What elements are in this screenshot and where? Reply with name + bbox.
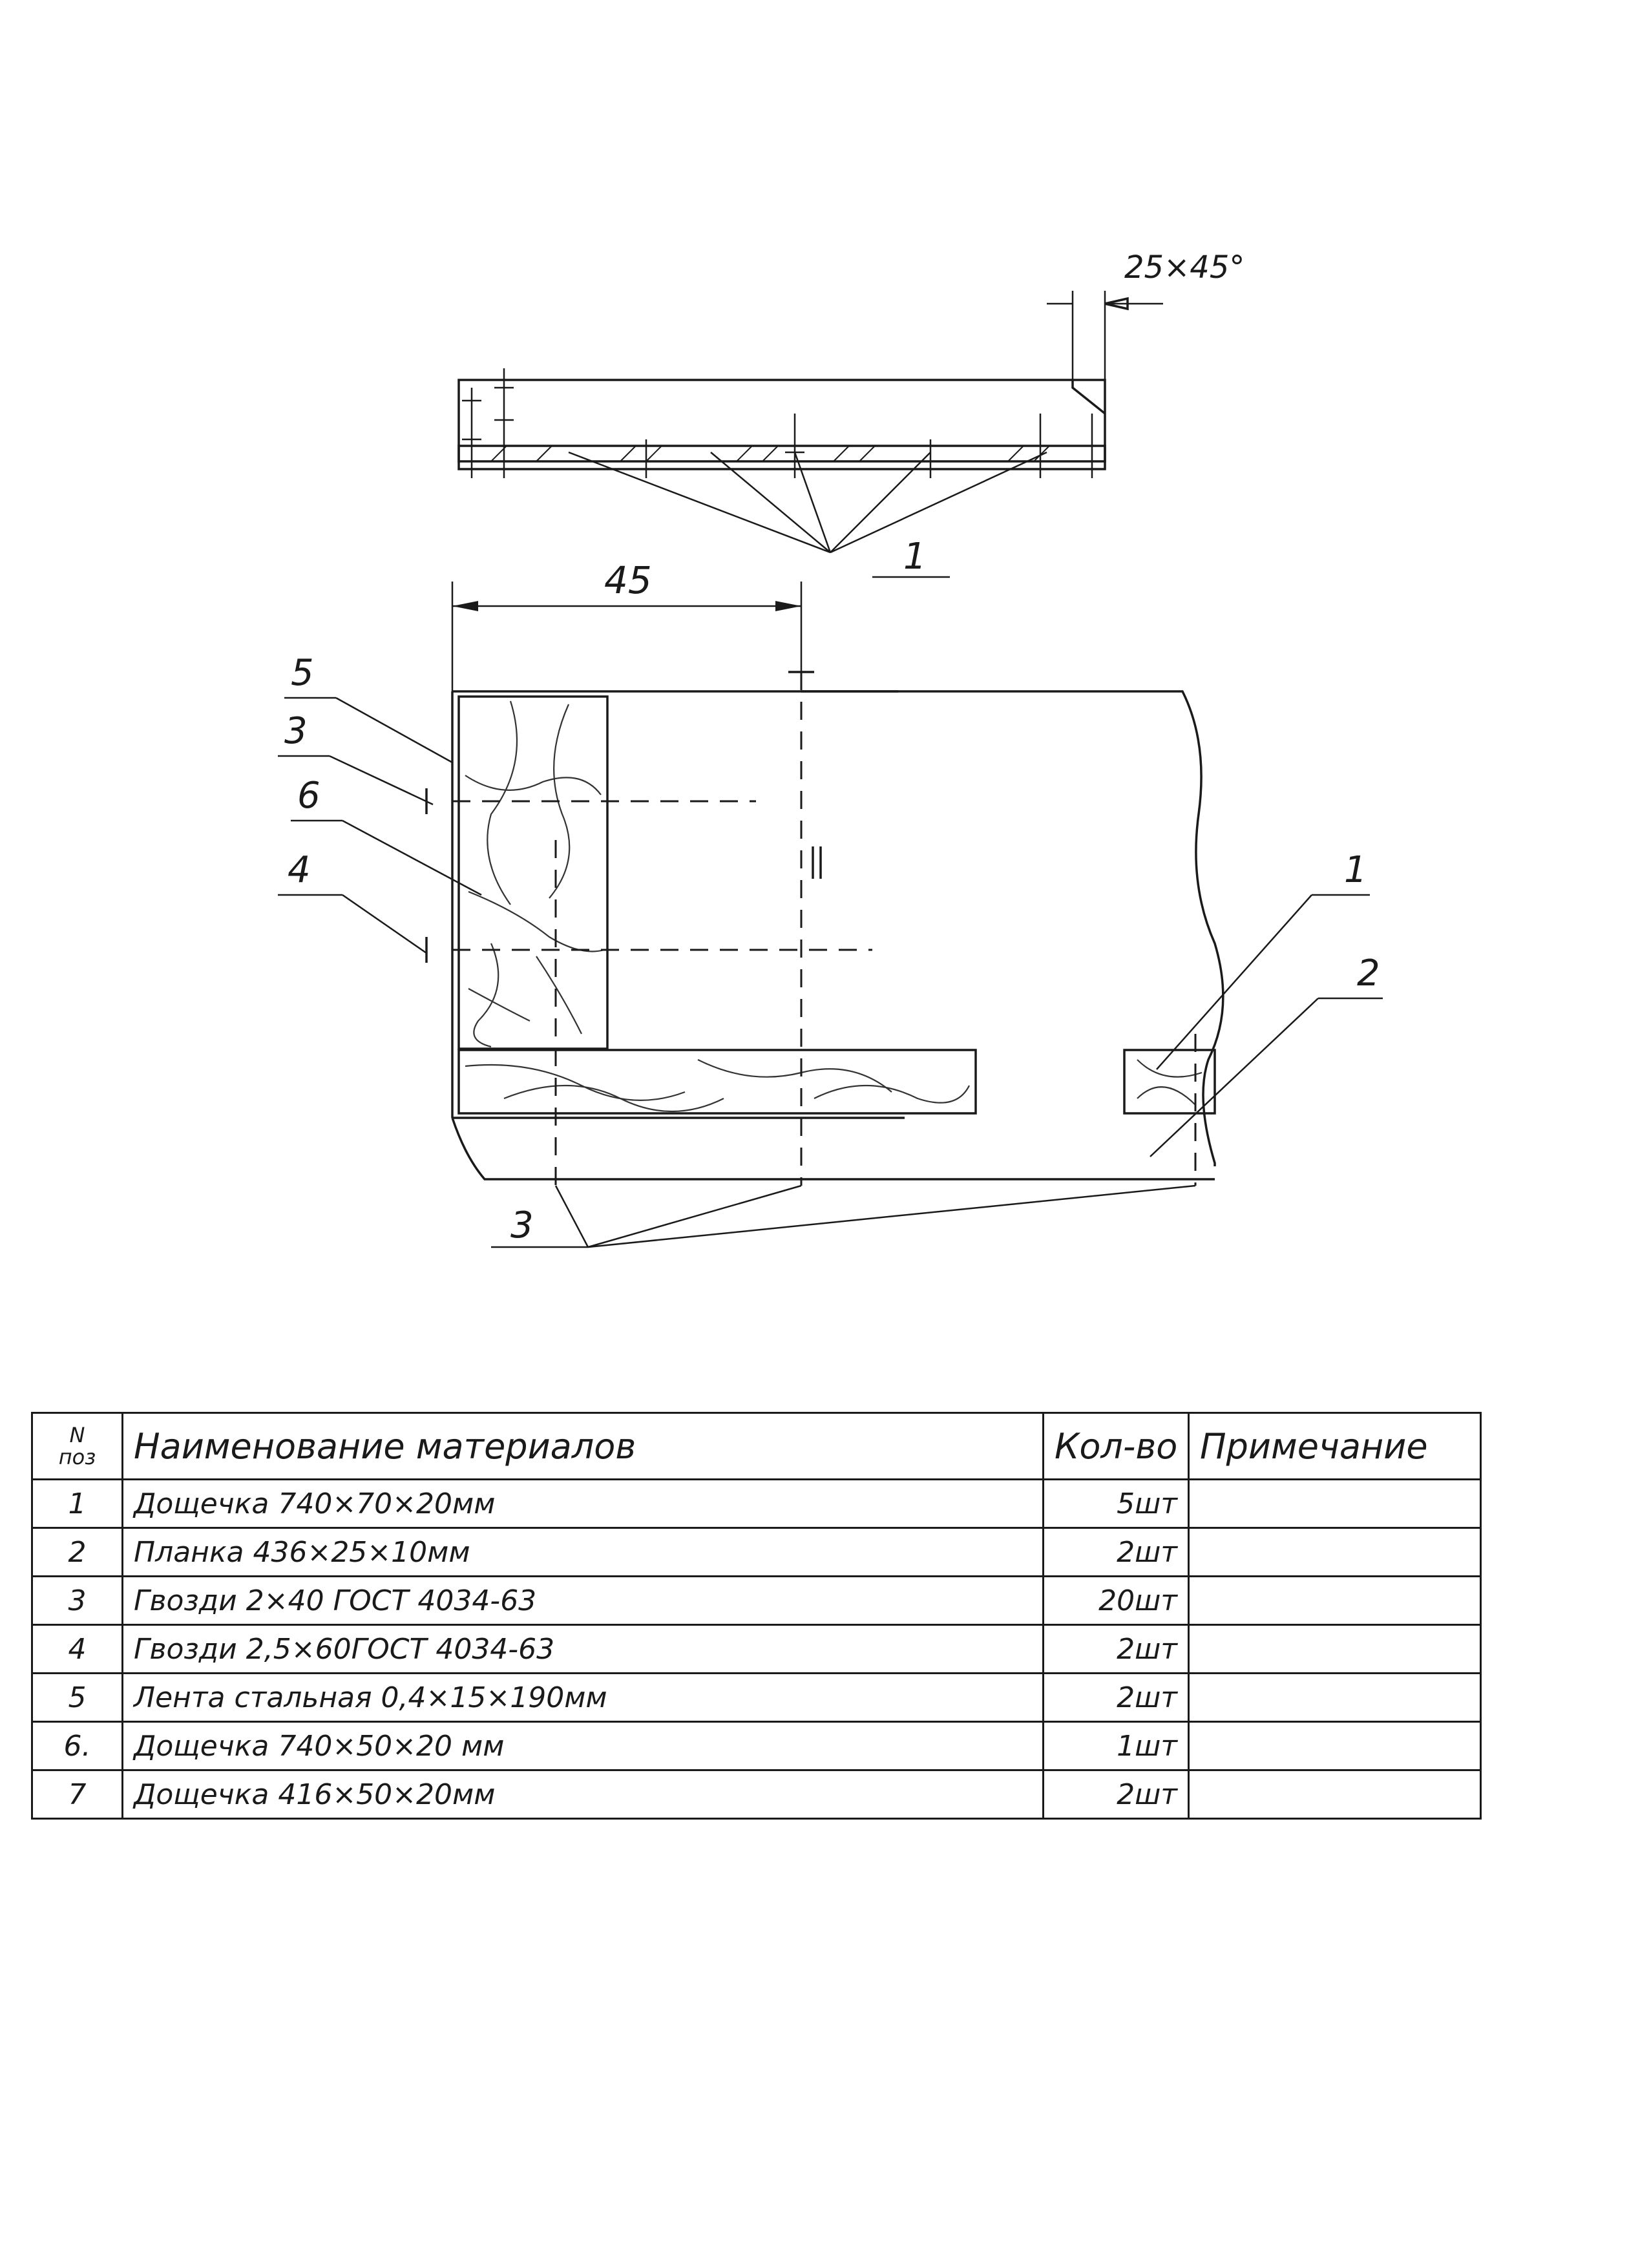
callout-label: 3 — [510, 1204, 534, 1246]
callouts-left: 5 3 6 4 — [278, 652, 482, 954]
wood-grain-horizontal — [465, 1059, 1203, 1113]
cell-name: Дощечка 740×50×20 мм — [121, 1721, 1044, 1771]
top-view: 25×45° 1 — [457, 249, 1245, 578]
cell-note — [1188, 1478, 1482, 1529]
bottom-board-end — [1123, 1049, 1216, 1115]
cell-note — [1188, 1624, 1482, 1674]
dimension-45: 45 — [451, 558, 803, 698]
callouts-right: 1 2 — [1150, 849, 1383, 1157]
materials-table: N поз Наименование материалов Кол-во При… — [31, 1412, 1482, 1820]
chamfer-edge — [1071, 380, 1106, 415]
cell-pos: 3 — [31, 1575, 123, 1626]
cell-qty: 2шт — [1042, 1527, 1190, 1577]
callout-3-bottom: 3 — [491, 1184, 1196, 1248]
cell-qty: 20шт — [1042, 1575, 1190, 1626]
cell-pos: 4 — [31, 1624, 123, 1674]
callout-label: 2 — [1357, 952, 1380, 994]
plank-hatching — [490, 445, 1050, 462]
wood-grain-vertical — [465, 700, 605, 1048]
cell-qty: 2шт — [1042, 1624, 1190, 1674]
chamfer-label: 25×45° — [1124, 249, 1245, 286]
cell-qty: 1шт — [1042, 1721, 1190, 1771]
column-header-name: Наименование материалов — [121, 1412, 1044, 1480]
front-view: 45 — [278, 558, 1383, 1248]
pos-header-line1: N — [69, 1423, 85, 1447]
cell-name: Дощечка 416×50×20мм — [121, 1769, 1044, 1820]
nail-ticks — [425, 671, 822, 963]
cell-qty: 2шт — [1042, 1672, 1190, 1723]
pos-header-line2: поз — [58, 1445, 96, 1469]
cell-note — [1188, 1672, 1482, 1723]
vertical-end-board — [457, 695, 609, 1050]
cell-name: Дощечка 740×70×20мм — [121, 1478, 1044, 1529]
nail-marks — [462, 368, 1093, 478]
hidden-lines — [452, 672, 1197, 1186]
callout-label: 3 — [284, 710, 308, 752]
callout-label: 6 — [297, 775, 320, 817]
top-view-board-outline — [457, 379, 1106, 470]
column-header-note: Примечание — [1188, 1412, 1482, 1480]
cell-pos: 6. — [31, 1721, 123, 1771]
cell-note — [1188, 1721, 1482, 1771]
callout-label: 4 — [288, 849, 311, 891]
assembly-drawing: 25×45° 1 45 — [278, 249, 1383, 1248]
planka-outline — [451, 1117, 1215, 1181]
cell-note — [1188, 1769, 1482, 1820]
cell-name: Гвозди 2×40 ГОСТ 4034-63 — [121, 1575, 1044, 1626]
column-header-qty: Кол-во — [1042, 1412, 1190, 1480]
callout-label: 1 — [903, 536, 927, 578]
column-header-pos: N поз — [31, 1412, 123, 1480]
cell-pos: 2 — [31, 1527, 123, 1577]
board-outline — [452, 690, 1224, 1166]
cell-name: Планка 436×25×10мм — [121, 1527, 1044, 1577]
cell-pos: 5 — [31, 1672, 123, 1723]
cell-qty: 2шт — [1042, 1769, 1190, 1820]
cell-name: Лента стальная 0,4×15×190мм — [121, 1672, 1044, 1723]
bottom-board — [457, 1049, 977, 1115]
dimension-45-label: 45 — [604, 558, 652, 602]
cell-qty: 5шт — [1042, 1478, 1190, 1529]
table-header-row: N поз Наименование материалов Кол-во При… — [31, 1412, 1482, 1480]
callout-label: 5 — [291, 652, 314, 694]
cell-note — [1188, 1527, 1482, 1577]
cell-name: Гвозди 2,5×60ГОСТ 4034-63 — [121, 1624, 1044, 1674]
cell-pos: 7 — [31, 1769, 123, 1820]
bottom-plank-strip — [457, 445, 1106, 463]
chamfer-dimension: 25×45° — [1047, 249, 1245, 414]
cell-note — [1188, 1575, 1482, 1626]
callout-1-top: 1 — [568, 451, 1047, 578]
callout-label: 1 — [1344, 849, 1367, 891]
cell-pos: 1 — [31, 1478, 123, 1529]
